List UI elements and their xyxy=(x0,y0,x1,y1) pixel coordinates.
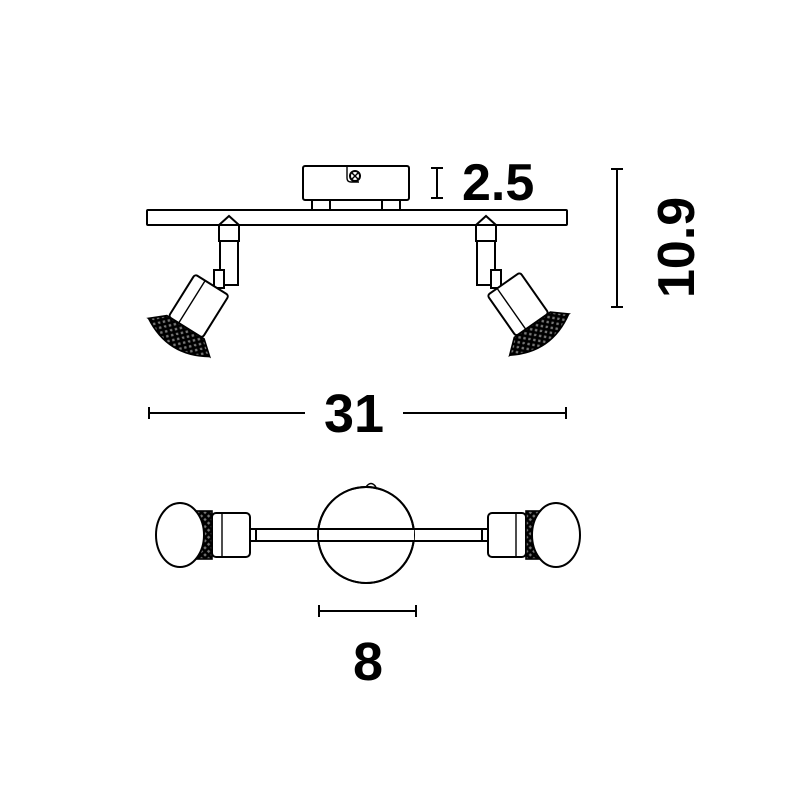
left-lamp-top xyxy=(155,502,257,568)
dimension-label-total-length: 31 xyxy=(324,384,384,444)
dimension-label-total-height: 10.9 xyxy=(648,197,706,298)
dimension-label-base-diameter: 8 xyxy=(353,632,383,692)
horizontal-bar xyxy=(146,209,568,226)
dimension-base-height: 2.5 xyxy=(431,154,534,212)
left-spotlight xyxy=(141,214,244,367)
right-lamp-top xyxy=(481,502,581,568)
top-view: 8 xyxy=(155,482,581,692)
dimension-base-diameter: 8 xyxy=(318,605,417,692)
right-spotlight xyxy=(473,214,577,366)
dimension-total-length: 31 xyxy=(148,384,567,444)
dimension-total-height: 10.9 xyxy=(611,168,706,308)
side-view: 2.5 10.9 31 xyxy=(141,154,706,444)
dimension-label-base-height: 2.5 xyxy=(462,154,534,212)
